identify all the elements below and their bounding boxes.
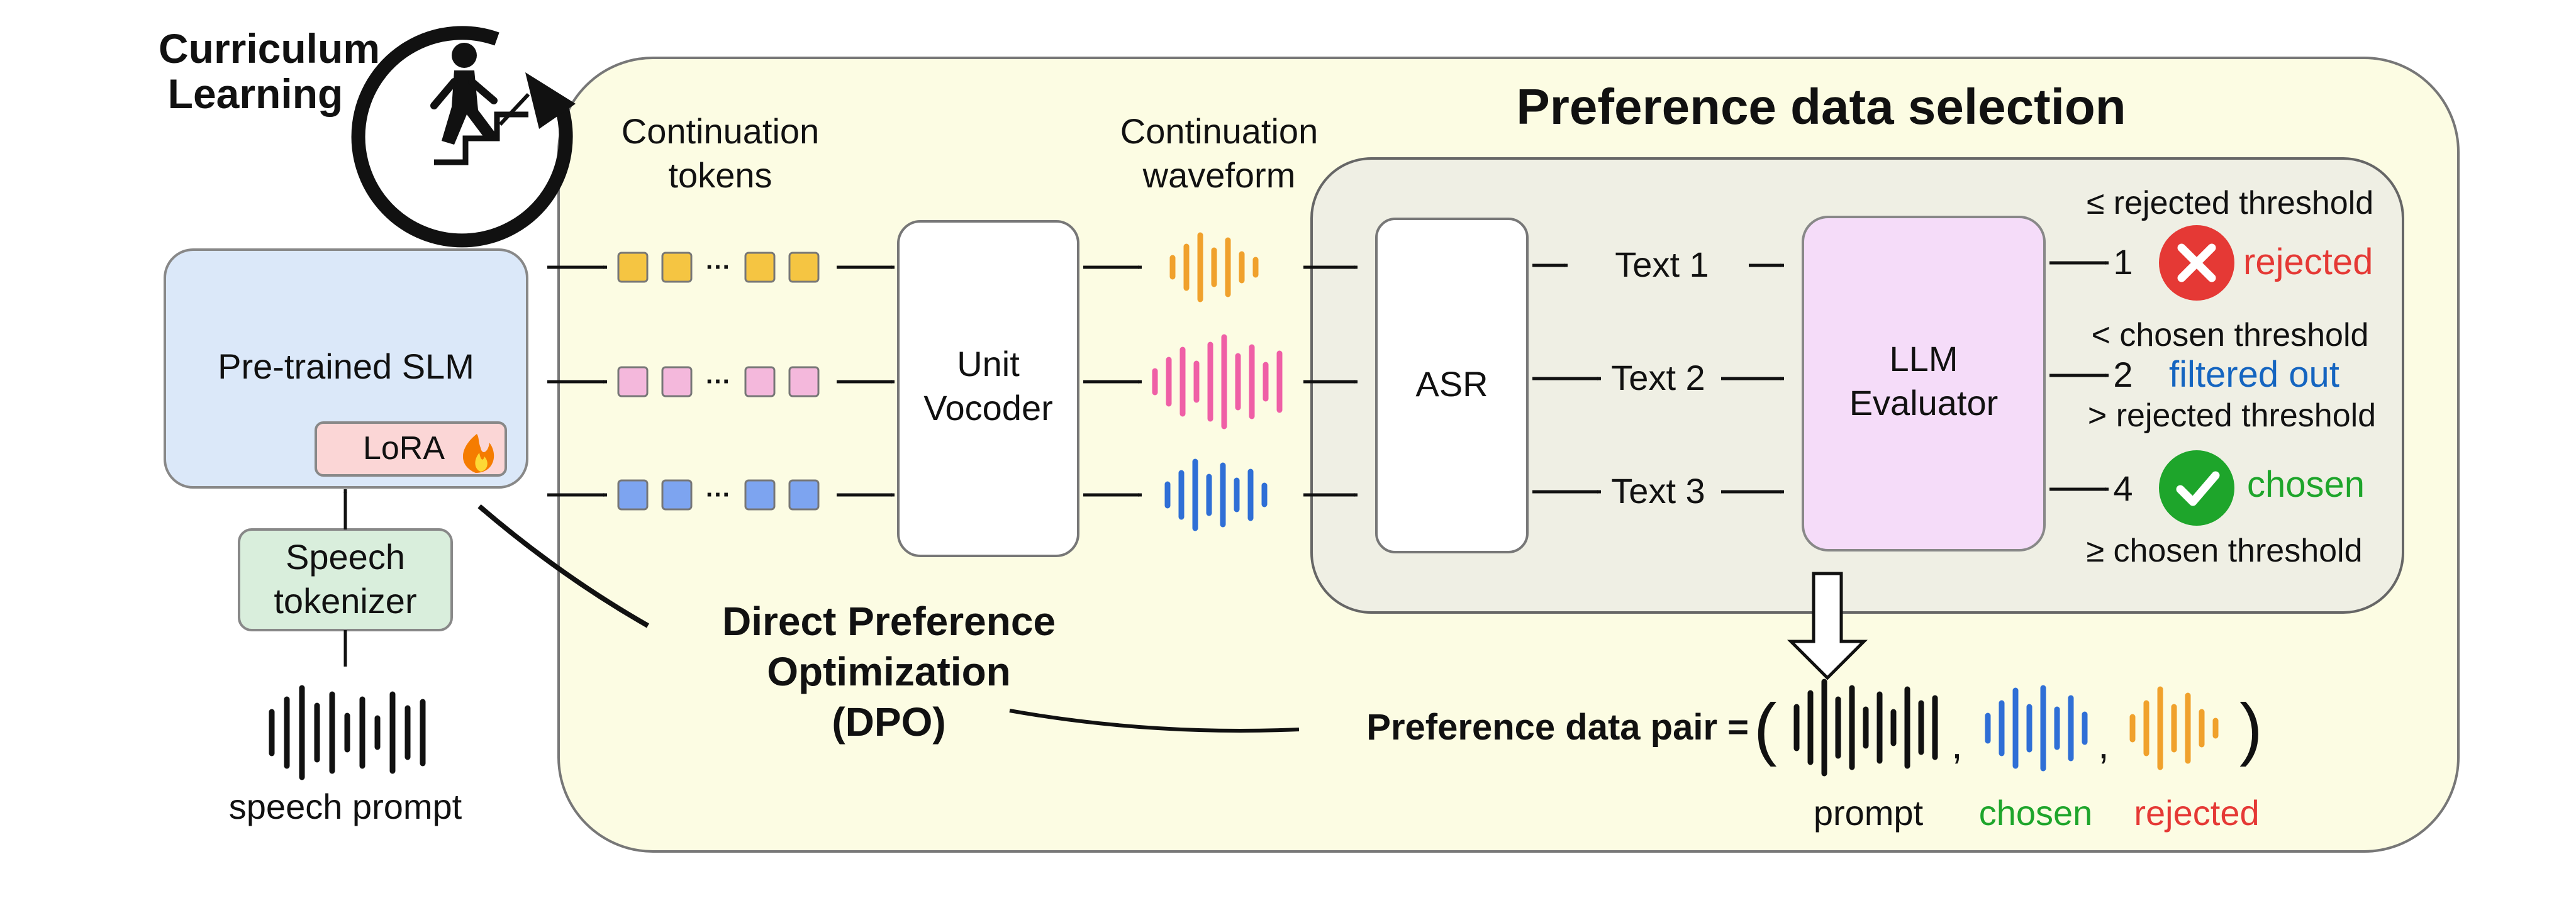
continuation-waveform-line1: Continuation: [1120, 111, 1318, 151]
speech-prompt-label: speech prompt: [229, 787, 462, 826]
text-2: Text 2: [1611, 358, 1705, 397]
token-row-yellow: [617, 252, 820, 283]
token-ellipsis-2: ···: [706, 368, 731, 396]
asr-box: [1375, 218, 1529, 553]
pair-comma-2: ,: [2098, 722, 2109, 767]
curriculum-label-line1: Curriculum: [159, 25, 380, 72]
waveform-blue: [1164, 458, 1268, 531]
text-3: Text 3: [1611, 471, 1705, 511]
dpo-line1: Direct Preference: [722, 599, 1056, 644]
waveform-pink: [1152, 334, 1283, 430]
curriculum-label-line2: Learning: [168, 70, 343, 117]
pair-rejected-waveform: [2129, 686, 2219, 770]
curriculum-learning-icon: [351, 26, 576, 248]
dpo-line3: (DPO): [832, 699, 945, 745]
chosen-check-icon: [2159, 450, 2234, 526]
pair-rejected-label: rejected: [2134, 793, 2259, 833]
speech-tokenizer-line1: Speech: [286, 537, 405, 577]
text-1: Text 1: [1615, 245, 1709, 284]
lora-box: [315, 421, 507, 477]
pair-comma-1: ,: [1951, 722, 1963, 767]
token-ellipsis-1: ···: [706, 253, 731, 281]
token-ellipsis-3: ···: [706, 481, 731, 509]
score-1: 1: [2113, 242, 2133, 282]
unit-vocoder-box: [897, 220, 1079, 557]
unit-vocoder-line2: Vocoder: [923, 388, 1053, 428]
rejected-x-icon: [2159, 225, 2234, 301]
section-title: Preference data selection: [1516, 79, 2126, 135]
token-row-pink: [617, 366, 820, 397]
speech-prompt-waveform: [269, 685, 426, 780]
score-2: 2: [2113, 355, 2133, 394]
waveform-orange: [1169, 232, 1259, 302]
preference-pair-label: Preference data pair =: [1366, 707, 1749, 748]
lora-label: LoRA: [363, 430, 445, 467]
dpo-line2: Optimization: [767, 649, 1011, 694]
pair-open-paren: (: [1754, 690, 1777, 767]
chosen-label: chosen: [2247, 464, 2365, 505]
token-row-blue: [617, 479, 820, 511]
pair-prompt-label: prompt: [1814, 793, 1924, 833]
continuation-tokens-line2: tokens: [669, 155, 772, 195]
chosen-threshold-label-bottom: ≥ chosen threshold: [2086, 533, 2362, 569]
rejected-label: rejected: [2243, 241, 2373, 282]
selection-to-pair-arrow: [1787, 572, 1868, 680]
rejected-threshold-label-top: ≤ rejected threshold: [2087, 185, 2373, 221]
asr-label: ASR: [1415, 364, 1488, 404]
speech-tokenizer-line2: tokenizer: [274, 581, 416, 621]
fire-icon: [462, 434, 494, 473]
rejected-threshold-label-mid: > rejected threshold: [2088, 397, 2376, 434]
dpo-to-slm-arrow: [477, 504, 649, 628]
llm-evaluator-line2: Evaluator: [1849, 383, 1999, 423]
filtered-out-label: filtered out: [2169, 354, 2339, 395]
llm-evaluator-line1: LLM: [1890, 339, 1958, 379]
unit-vocoder-line1: Unit: [957, 344, 1020, 384]
pair-chosen-label: chosen: [1979, 793, 2093, 833]
continuation-tokens-line1: Continuation: [622, 111, 819, 151]
pair-close-paren: ): [2239, 690, 2263, 767]
score-4: 4: [2113, 468, 2133, 508]
llm-evaluator-box: [1802, 216, 2046, 551]
chosen-threshold-label-mid: < chosen threshold: [2092, 317, 2369, 353]
pretrained-slm-label: Pre-trained SLM: [218, 346, 474, 386]
pair-prompt-waveform: [1793, 679, 1938, 777]
continuation-waveform-line2: waveform: [1142, 155, 1296, 195]
pair-chosen-waveform: [1985, 685, 2088, 772]
dpo-to-pair-line: [1009, 709, 1300, 733]
